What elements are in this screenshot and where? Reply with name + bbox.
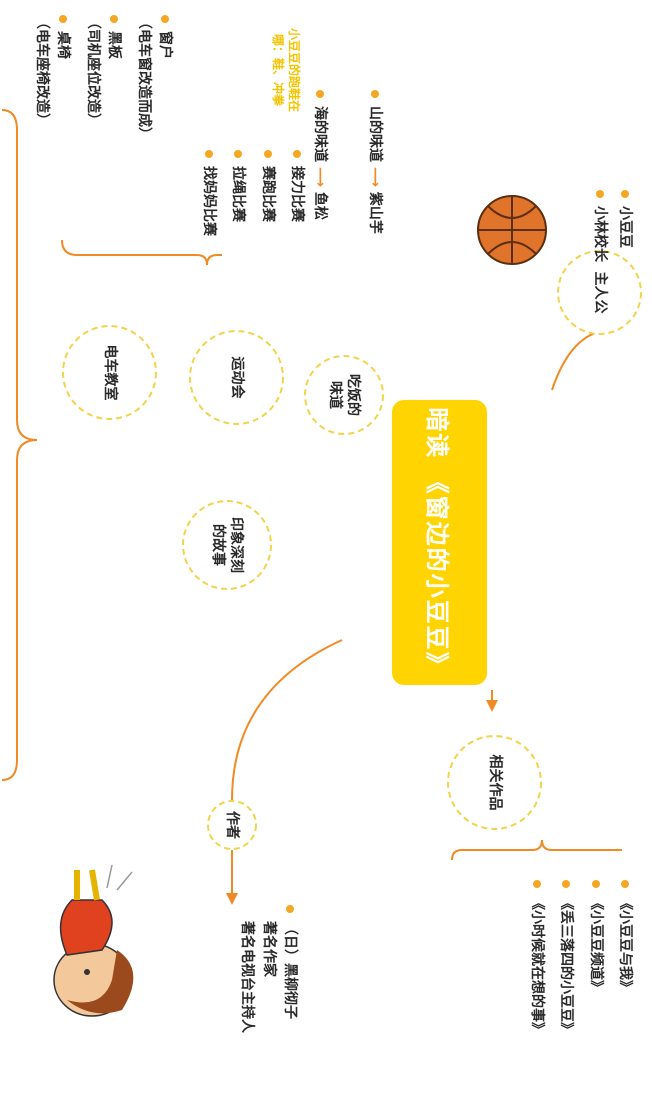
classroom-label: 电车教室 <box>101 344 118 401</box>
works-label: 相关作品 <box>486 754 503 811</box>
bullet-icon <box>293 150 301 158</box>
bullet-icon <box>110 15 119 23</box>
characters-connector <box>551 329 613 391</box>
bullet-icon <box>286 905 294 913</box>
bullet-icon <box>371 90 379 98</box>
classroom-bubble[interactable]: 电车教室 <box>62 325 157 420</box>
meal-bubble[interactable]: 吃饭的味道 <box>304 355 384 435</box>
work-item-2: 《小豆豆频道》 <box>587 880 604 1090</box>
center-title: 暗读 《窗边的小豆豆》 <box>423 407 451 678</box>
author-detail-3: 著名电视台主持人 <box>239 921 256 1033</box>
meal-item-1: 山的味道 ⟶ 紫山芋 <box>367 90 383 330</box>
characters-bubble[interactable]: 主人公 <box>557 250 642 335</box>
story-label: 印象深刻的故事 <box>210 517 245 573</box>
sports-item-3: 拉绳比赛 <box>230 150 246 310</box>
author-details: （日）黑柳彻子 著名作家 著名电视台主持人 <box>239 905 298 1095</box>
sports-label: 运动会 <box>228 356 245 399</box>
sports-item-1: 接力比赛 <box>289 150 305 310</box>
bullet-icon <box>621 880 629 888</box>
cartoon-boy-icon <box>53 864 134 1017</box>
classroom-items: 窗户 （电车窗改造而成） 黑板 （司机座位改造） 桌椅 （电车座椅改造） <box>34 15 173 305</box>
classroom-note-3: （电车座椅改造） <box>34 15 51 127</box>
character-item-1: 小豆豆 <box>617 190 633 248</box>
works-arrow-head <box>486 700 498 712</box>
classroom-item-2: 黑板 <box>106 15 122 305</box>
top-brace <box>1 109 38 781</box>
bullet-icon <box>621 190 629 198</box>
bullet-icon <box>204 150 213 158</box>
meal-label: 吃饭的味道 <box>327 374 362 416</box>
classroom-item-3: 桌椅 <box>55 15 71 305</box>
author-arrow-head <box>226 893 238 905</box>
bullet-icon <box>59 15 68 23</box>
work-item-1: 《小豆豆与我》 <box>617 880 633 1090</box>
classroom-note-2: （司机座位改造） <box>84 15 101 127</box>
arrow-right-icon: ⟶ <box>311 166 328 192</box>
sports-item-4: 找妈妈比赛 <box>200 150 217 310</box>
basketball-icon <box>477 195 547 265</box>
bullet-icon <box>234 150 243 158</box>
bullet-icon <box>263 150 272 158</box>
author-detail-1: （日）黑柳彻子 <box>282 905 298 1095</box>
arrow-right-icon: ⟶ <box>367 166 383 192</box>
characters-items: 小豆豆 小林校长 <box>591 190 633 262</box>
works-bubble[interactable]: 相关作品 <box>447 735 542 830</box>
bullet-icon <box>315 90 324 98</box>
author-detail-2: 著名作家 <box>260 921 277 977</box>
sports-item-2: 赛跑比赛 <box>259 150 276 310</box>
work-item-4: 《小时候就在想的事》 <box>528 880 545 1090</box>
story-bubble[interactable]: 印象深刻的故事 <box>182 500 272 590</box>
author-label: 作者 <box>224 811 241 839</box>
meal-items: 山的味道 ⟶ 紫山芋 海的味道 ⟶ 鱼松 <box>311 90 383 330</box>
characters-label: 主人公 <box>591 271 608 314</box>
bullet-icon <box>591 880 600 888</box>
author-connector <box>231 639 343 801</box>
works-brace <box>451 839 622 861</box>
sports-bubble[interactable]: 运动会 <box>189 330 284 425</box>
center-node[interactable]: 暗读 《窗边的小豆豆》 <box>392 400 487 685</box>
sports-note: 小豆豆的跑鞋在哪：鞋、冲拳 <box>270 27 301 112</box>
meal-item-2: 海的味道 ⟶ 鱼松 <box>311 90 328 330</box>
sports-items: 接力比赛 赛跑比赛 拉绳比赛 找妈妈比赛 <box>200 150 305 310</box>
classroom-brace <box>61 239 222 266</box>
author-bubble[interactable]: 作者 <box>207 800 257 850</box>
work-item-3: 《丢三落四的小豆豆》 <box>558 880 574 1090</box>
works-items: 《小豆豆与我》 《小豆豆频道》 《丢三落四的小豆豆》 《小时候就在想的事》 <box>528 880 633 1090</box>
character-item-2: 小林校长 <box>591 190 608 262</box>
bullet-icon <box>161 15 169 23</box>
classroom-note-1: （电车窗改造而成） <box>135 15 152 141</box>
bullet-icon <box>532 880 541 888</box>
bullet-icon <box>562 880 571 888</box>
classroom-item-1: 窗户 <box>157 15 173 305</box>
bullet-icon <box>595 190 604 198</box>
